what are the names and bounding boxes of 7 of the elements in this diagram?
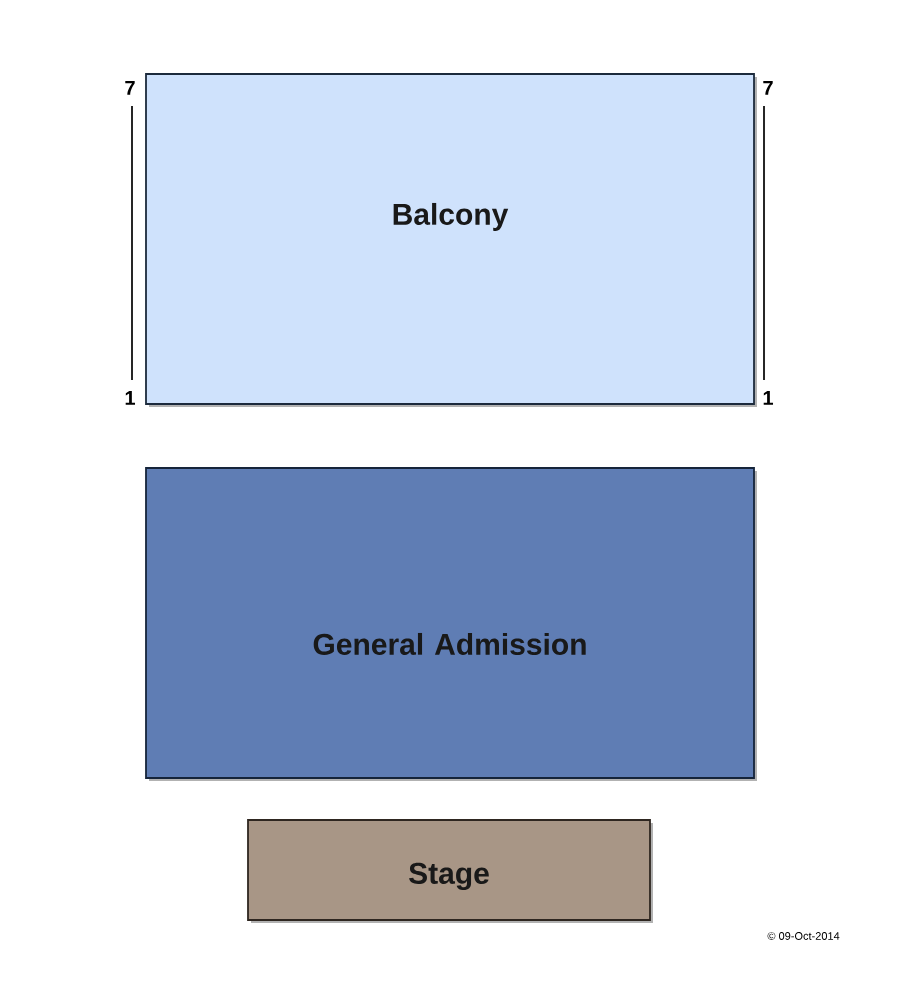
row-number: 7 — [125, 81, 135, 95]
row-number: 7 — [763, 81, 773, 95]
section-box: Balcony — [145, 73, 757, 407]
section-box: General Admission — [145, 467, 757, 781]
row-number: 1 — [763, 391, 773, 405]
row-number: 1 — [125, 391, 135, 405]
stage-box: Stage — [247, 819, 653, 923]
